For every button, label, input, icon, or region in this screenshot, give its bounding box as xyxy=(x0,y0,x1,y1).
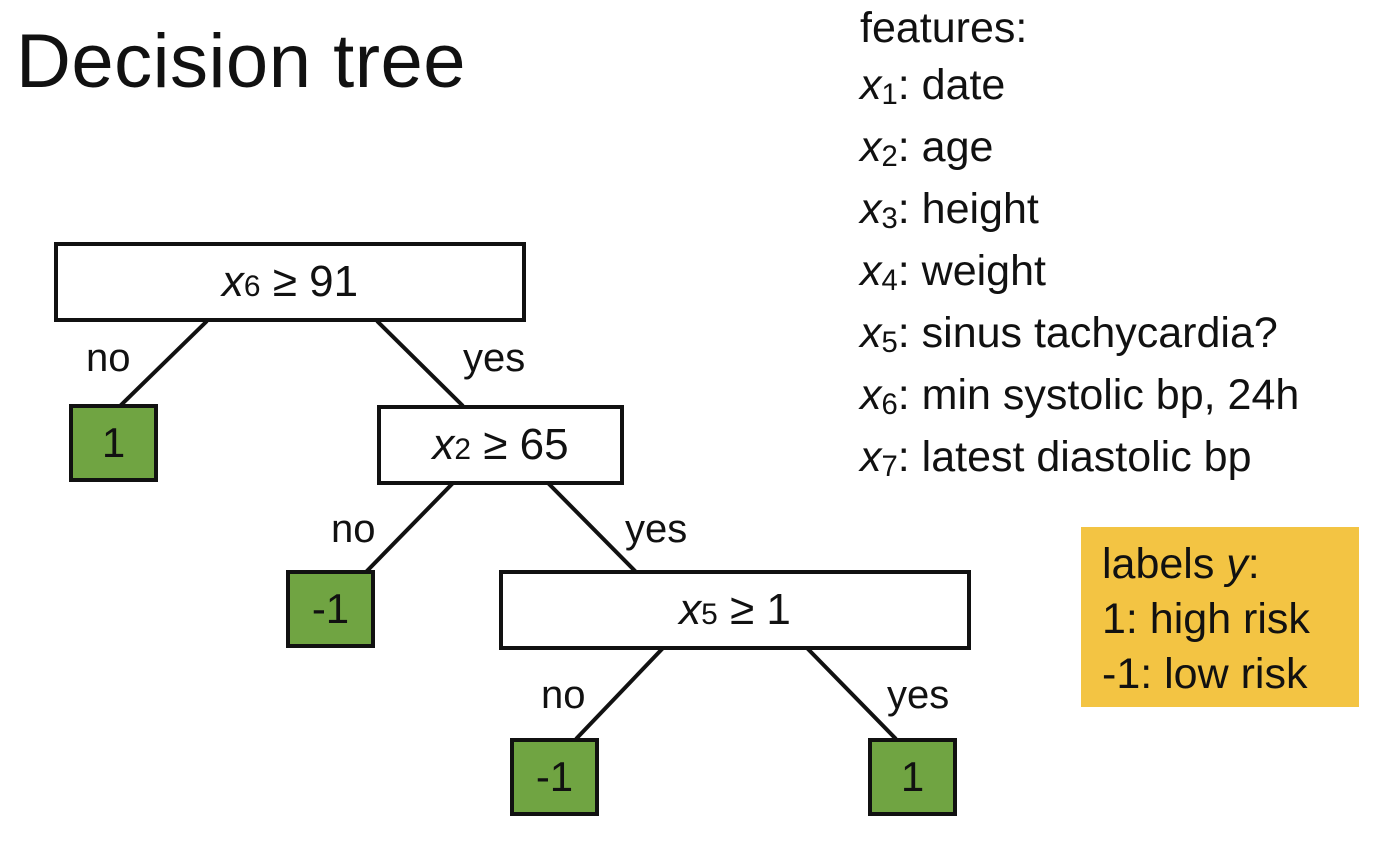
feature-item: x4: weight xyxy=(860,243,1299,305)
features-list: features: x1: date x2: age x3: height x4… xyxy=(860,0,1299,491)
node-condition: ≥ 91 xyxy=(272,257,359,306)
feature-var: x xyxy=(860,371,882,419)
feature-text: : date xyxy=(897,61,1006,109)
labels-heading-var: y xyxy=(1226,540,1248,588)
edge-node3-no xyxy=(574,646,665,741)
page-title: Decision tree xyxy=(16,19,467,104)
label-item-low-risk: -1: low risk xyxy=(1102,650,1308,698)
node-var-subscript: 2 xyxy=(454,433,472,467)
feature-var: x xyxy=(860,433,882,481)
leaf-node-1: 1 xyxy=(69,404,158,482)
feature-var-subscript: 4 xyxy=(881,265,898,298)
feature-text: : min systolic bp, 24h xyxy=(897,371,1300,419)
edge-node3-yes xyxy=(805,646,898,741)
node-condition: ≥ 65 xyxy=(483,420,569,469)
label-item-high-risk: 1: high risk xyxy=(1102,595,1310,643)
feature-item: x5: sinus tachycardia? xyxy=(860,305,1299,367)
feature-text: : sinus tachycardia? xyxy=(897,309,1278,357)
node-var: x xyxy=(679,585,702,634)
feature-var: x xyxy=(860,123,882,171)
edge-label-no: no xyxy=(86,336,131,380)
edge-node2-yes xyxy=(546,481,638,574)
feature-var-subscript: 1 xyxy=(881,79,898,112)
edge-node2-no xyxy=(364,481,455,574)
edge-root-no xyxy=(118,319,209,408)
feature-text: : height xyxy=(897,185,1039,233)
feature-var: x xyxy=(860,61,882,109)
labels-heading: labels y: xyxy=(1102,537,1359,592)
leaf-node-2: -1 xyxy=(286,570,375,648)
edge-label-yes: yes xyxy=(625,507,688,551)
feature-var-subscript: 6 xyxy=(881,389,898,422)
feature-var-subscript: 3 xyxy=(881,203,898,236)
node-var-subscript: 5 xyxy=(701,598,718,632)
feature-item: x3: height xyxy=(860,181,1299,243)
edge-label-yes: yes xyxy=(463,336,526,380)
node-var: x xyxy=(221,257,244,306)
labels-legend-box: labels y: 1: high risk -1: low risk xyxy=(1081,527,1359,707)
feature-var-subscript: 5 xyxy=(881,327,898,360)
leaf-node-4: 1 xyxy=(868,738,957,816)
feature-text: : age xyxy=(897,123,994,171)
feature-text: : latest diastolic bp xyxy=(897,433,1252,481)
edge-root-yes xyxy=(375,319,465,408)
node-condition: ≥ 1 xyxy=(730,585,791,634)
feature-item: x6: min systolic bp, 24h xyxy=(860,367,1299,429)
feature-var: x xyxy=(860,309,882,357)
edge-label-yes: yes xyxy=(887,673,950,717)
feature-var-subscript: 2 xyxy=(881,141,898,174)
feature-text: : weight xyxy=(897,247,1046,295)
labels-heading-text: labels xyxy=(1102,540,1227,588)
labels-heading-colon: : xyxy=(1247,540,1260,588)
feature-var-subscript: 7 xyxy=(881,451,898,484)
feature-item: x1: date xyxy=(860,57,1299,119)
feature-item: x2: age xyxy=(860,119,1299,181)
edge-label-no: no xyxy=(541,673,586,717)
node-var-subscript: 6 xyxy=(243,270,261,304)
feature-var: x xyxy=(860,185,882,233)
feature-item: x7: latest diastolic bp xyxy=(860,429,1299,491)
edge-label-no: no xyxy=(331,507,376,551)
node-var: x xyxy=(432,420,455,469)
feature-var: x xyxy=(860,247,882,295)
leaf-node-3: -1 xyxy=(510,738,599,816)
features-heading: features: xyxy=(860,4,1028,52)
